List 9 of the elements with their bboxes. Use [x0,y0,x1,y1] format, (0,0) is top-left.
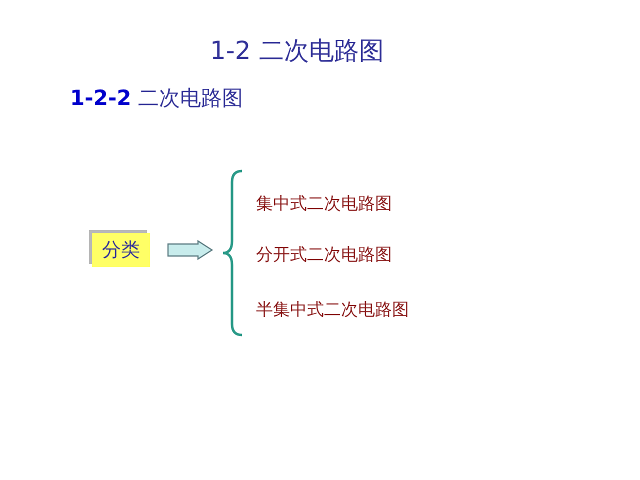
category-box [92,233,150,267]
title: 1-2 二次电路图 [210,35,384,67]
category-text: 分开式二次电路图 [256,244,392,266]
subtitle: 1-2-2 二次电路图 [70,85,243,112]
category-text: 半集中式二次电路图 [256,299,409,321]
block-arrow [167,240,214,260]
curly-brace [222,170,242,336]
category-label: 分类 [102,238,140,263]
category-text: 集中式二次电路图 [256,193,392,215]
